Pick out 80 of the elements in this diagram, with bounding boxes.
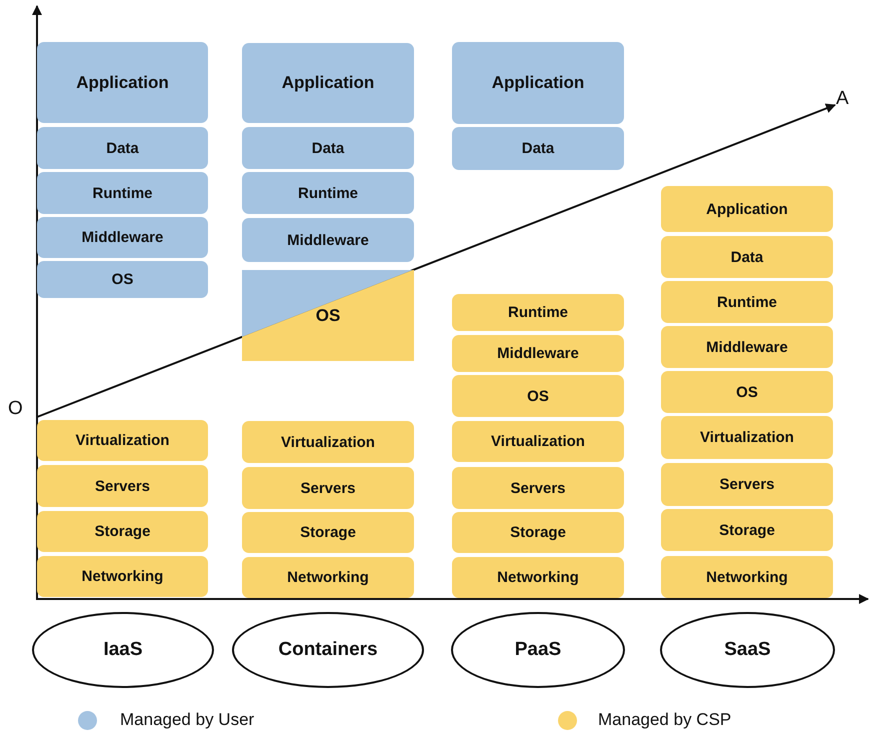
layer-label: Data (106, 140, 139, 156)
layer-label: Virtualization (281, 434, 375, 450)
layer-box (452, 467, 624, 509)
layer-box (37, 511, 208, 552)
layer-box (452, 375, 624, 417)
model-label: PaaS (514, 639, 562, 661)
layer-label: Middleware (287, 232, 369, 248)
layer-label: Data (522, 140, 554, 157)
layer-label: Application (706, 200, 788, 218)
point-label: O (8, 398, 23, 420)
layer-box (661, 556, 833, 598)
layer-label: Servers (300, 480, 356, 496)
layer-label: Runtime (92, 184, 152, 202)
layer-label: Networking (287, 569, 369, 586)
layer-box (242, 127, 414, 169)
legend-label: Managed by User (120, 710, 254, 730)
layer-box (37, 261, 208, 298)
model-label: SaaS (724, 639, 771, 661)
layer-box (661, 371, 833, 413)
layer-box (37, 556, 208, 597)
layer-label: Runtime (298, 184, 358, 202)
layer-label: Virtualization (76, 432, 170, 449)
layer-box (661, 281, 833, 323)
layer-box (452, 335, 624, 372)
layer-box (37, 217, 208, 258)
split-layer-box (242, 270, 414, 361)
layer-label: Runtime (717, 294, 777, 310)
layer-label: Application (492, 73, 584, 93)
layer-box (661, 463, 833, 506)
layer-label: Middleware (706, 338, 788, 356)
layer-box (242, 421, 414, 463)
layer-box (37, 172, 208, 214)
layer-box (661, 509, 833, 551)
layer-box (37, 127, 208, 169)
layer-label: Storage (94, 523, 150, 540)
layer-label: OS (736, 384, 758, 400)
layer-box (37, 42, 208, 123)
layer-box (37, 465, 208, 507)
layer-box (452, 294, 624, 331)
layer-label: Virtualization (700, 429, 794, 446)
layer-box (242, 172, 414, 214)
model-label: IaaS (103, 639, 143, 661)
layer-label: Middleware (497, 345, 579, 362)
layer-box (661, 186, 833, 232)
legend-label: Managed by CSP (598, 710, 732, 730)
layer-label: Data (312, 140, 344, 156)
layer-label: Storage (510, 524, 566, 541)
layer-label: Servers (510, 480, 566, 496)
layer-label: Application (76, 72, 169, 92)
layer-box (661, 326, 833, 368)
layer-label: Servers (719, 476, 775, 493)
layer-box (661, 416, 833, 459)
layer-box (452, 557, 624, 598)
layer-label: Runtime (508, 304, 568, 321)
layer-box (242, 467, 414, 509)
layer-box (661, 236, 833, 278)
layer-label: OS (112, 271, 134, 288)
layer-label: Data (730, 248, 764, 266)
model-label: Containers (278, 639, 378, 661)
layer-label: Virtualization (491, 433, 585, 450)
layer-box (452, 127, 624, 170)
layer-box (242, 512, 414, 553)
layer-label: Storage (719, 522, 775, 538)
layer-label: Networking (82, 568, 164, 585)
layer-box (242, 43, 414, 123)
layer-label: Networking (497, 569, 579, 586)
layer-label: OS (527, 388, 549, 404)
layer-box (242, 218, 414, 262)
layer-label: Middleware (82, 229, 164, 246)
layer-box (452, 42, 624, 124)
layer-label: OS (316, 306, 340, 326)
layer-label: Application (282, 73, 374, 93)
layer-label: Servers (94, 478, 150, 494)
layer-label: Storage (300, 524, 356, 541)
layer-label: Networking (706, 568, 788, 586)
layer-box (452, 421, 624, 462)
layer-box (37, 420, 208, 461)
point-label: A (836, 88, 849, 110)
layer-box (452, 512, 624, 553)
layer-box (242, 557, 414, 598)
